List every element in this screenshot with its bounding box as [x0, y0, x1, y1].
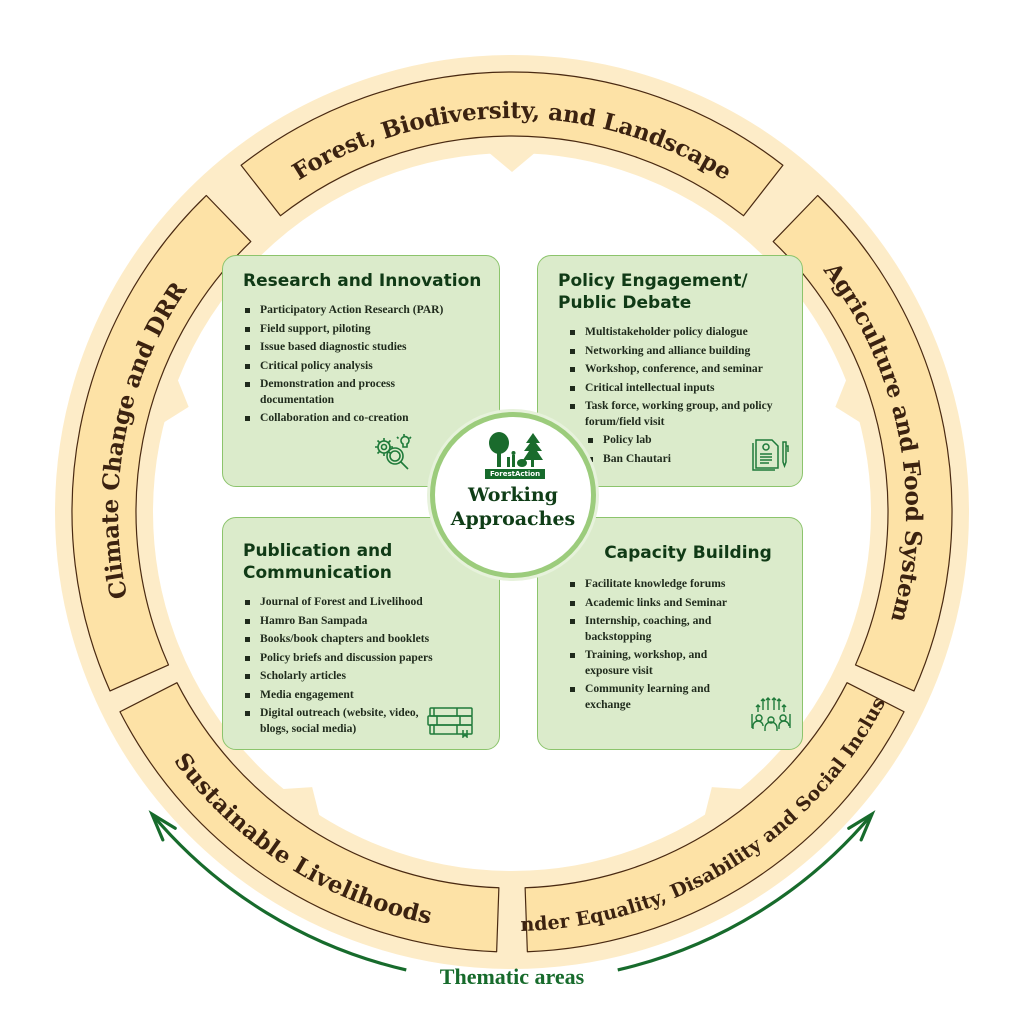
gear-magnifier-lightbulb-icon — [375, 434, 412, 470]
list-item: Books/book chapters and booklets — [243, 631, 485, 647]
logo-text: ForestAction — [485, 469, 545, 479]
segment-shape — [119, 682, 500, 953]
card-publication-communication: Publication and Communication Journal of… — [222, 517, 500, 750]
list-item: Policy briefs and discussion papers — [243, 650, 485, 666]
arrow-right — [617, 813, 874, 972]
card-title: Publication and Communication — [243, 541, 393, 583]
list-item: Participatory Action Research (PAR) — [243, 302, 485, 318]
pointer-triangle — [486, 150, 538, 172]
arrow-left — [150, 813, 407, 972]
list-item: Scholarly articles — [243, 668, 485, 684]
center-title-line: Approaches — [450, 508, 576, 530]
pointer-triangle — [160, 376, 189, 425]
list-item: Journal of Forest and Livelihood — [243, 594, 485, 610]
card-title: Policy Engagement/ Public Debate — [558, 271, 748, 313]
list-item: Multistakeholder policy dialogue — [568, 324, 788, 340]
ring-pointers — [160, 150, 864, 819]
pointer-triangle — [279, 787, 321, 819]
list-item: Academic links and Seminar — [568, 595, 750, 611]
list-item: Workshop, conference, and seminar — [568, 361, 788, 377]
pointer-triangle — [835, 376, 864, 425]
books-stack-icon — [427, 707, 473, 738]
list-item: Critical intellectual inputs — [568, 380, 788, 396]
list-item: Hamro Ban Sampada — [243, 613, 485, 629]
list-item: Collaboration and co-creation — [243, 410, 410, 426]
list-item: Critical policy analysis — [243, 358, 485, 374]
sub-list-item: Policy lab — [586, 432, 788, 448]
list-item: Facilitate knowledge forums — [568, 576, 750, 592]
segment-shape — [524, 682, 905, 953]
segment-shape — [71, 194, 252, 692]
list-item: Task force, working group, and policy fo… — [568, 398, 785, 429]
list-item: Media engagement — [243, 687, 485, 703]
center-title: Working Approaches — [435, 483, 591, 531]
list-item: Demonstration and process documentation — [243, 376, 410, 407]
segment-shape — [240, 71, 784, 217]
working-approaches-center: ForestAction Working Approaches — [430, 412, 596, 578]
forestaction-logo: ForestAction — [485, 431, 545, 479]
document-pen-icon — [752, 439, 789, 471]
group-growth-icon — [751, 697, 791, 731]
thematic-areas-label: Thematic areas — [439, 964, 585, 989]
center-title-line: Working — [468, 484, 558, 506]
card-title: Research and Innovation — [243, 271, 482, 291]
list-item: Digital outreach (website, video, blogs,… — [243, 705, 440, 736]
list-item: Internship, coaching, and backstopping — [568, 613, 750, 644]
segment-shape — [772, 194, 953, 692]
arrowhead-icon — [847, 810, 876, 842]
list-item: Training, workshop, and exposure visit — [568, 647, 750, 678]
list-item: Networking and alliance building — [568, 343, 788, 359]
thematic-arrows — [148, 810, 876, 972]
list-item: Issue based diagnostic studies — [243, 339, 485, 355]
sub-list-item: Ban Chautari — [586, 451, 788, 467]
arrowhead-icon — [148, 810, 177, 842]
card-title: Capacity Building — [604, 543, 772, 563]
pointer-triangle — [703, 787, 745, 819]
list-item: Field support, piloting — [243, 321, 485, 337]
trees-icon — [489, 432, 543, 467]
card-capacity-building: Capacity Building Facilitate knowledge f… — [537, 517, 803, 750]
list-item: Community learning and exchange — [568, 681, 750, 712]
card-list: Participatory Action Research (PAR) Field… — [243, 302, 485, 426]
card-policy-engagement: Policy Engagement/ Public Debate Multist… — [537, 255, 803, 487]
